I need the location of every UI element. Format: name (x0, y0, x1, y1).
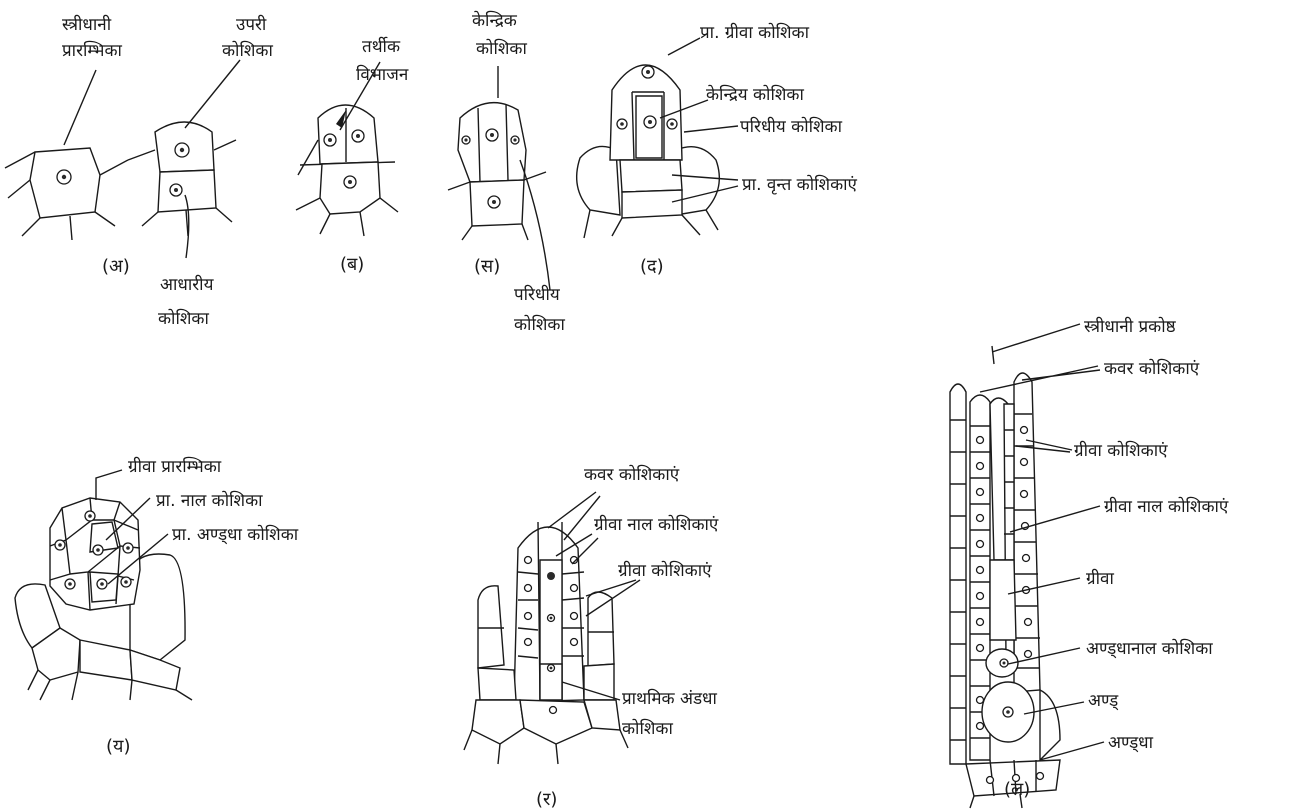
label-neck-cells-f: ग्रीवा कोशिकाएं (618, 560, 712, 581)
label-basal-cell-1: आधारीय (160, 274, 215, 295)
caption-f: (र) (536, 789, 557, 810)
caption-a: (अ) (102, 256, 130, 277)
caption-c: (स) (474, 256, 500, 277)
label-primary-venter-2: कोशिका (622, 718, 673, 739)
label-central-cell: केन्द्रिय कोशिका (706, 84, 804, 105)
figure-g (950, 324, 1104, 808)
label-central-cell-2: कोशिका (476, 38, 527, 59)
label-cover-cells-g: कवर कोशिकाएं (1104, 358, 1200, 379)
label-upper-cell-2: कोशिका (222, 40, 273, 61)
label-primary-canal-cell: प्रा. नाल कोशिका (156, 490, 263, 511)
caption-b: (ब) (340, 254, 364, 275)
label-egg: अण्ड् (1088, 691, 1119, 711)
label-peripheral-cell: परिधीय कोशिका (740, 116, 843, 137)
label-central-cell-1: केन्द्रिक (472, 10, 518, 31)
label-neck-canal-cells-g: ग्रीवा नाल कोशिकाएं (1104, 496, 1229, 517)
figure-g-labels: स्त्रीधानी प्रकोष्ठ कवर कोशिकाएं ग्रीवा … (1004, 316, 1229, 800)
label-peripheral-cell-2: कोशिका (514, 314, 565, 335)
label-transverse-division-1: तर्थीक (362, 36, 401, 57)
figure-d (577, 38, 738, 238)
label-primary-venter-cell: प्रा. अण्ड्धा कोशिका (172, 524, 299, 545)
label-primary-neck-cell: प्रा. ग्रीवा कोशिका (700, 22, 810, 43)
label-neck-canal-cells-f: ग्रीवा नाल कोशिकाएं (594, 514, 719, 535)
label-cover-cells-f: कवर कोशिकाएं (584, 464, 680, 485)
label-neck-initial: ग्रीवा प्रारम्भिका (128, 456, 222, 477)
figure-a (5, 60, 240, 258)
label-peripheral-cell-1: परिधीय (514, 284, 561, 305)
label-neck-g: ग्रीवा (1086, 568, 1114, 589)
caption-g: (ल) (1004, 779, 1030, 800)
label-ventral-canal-cell: अण्ड्धानाल कोशिका (1086, 638, 1213, 659)
figure-b (296, 62, 398, 236)
label-archegonial-initial-1: स्त्रीधानी (62, 14, 112, 35)
label-primary-stalk-cells: प्रा. वृन्त कोशिकाएं (742, 174, 858, 195)
label-transverse-division-2: विभाजन (356, 64, 409, 85)
caption-d: (द) (640, 256, 664, 277)
label-basal-cell-2: कोशिका (158, 308, 209, 329)
label-neck-cells-g: ग्रीवा कोशिकाएं (1074, 440, 1168, 461)
label-venter: अण्ड्धा (1108, 733, 1154, 753)
label-primary-venter-1: प्राथमिक अंडधा (622, 688, 718, 709)
label-archegonial-chamber: स्त्रीधानी प्रकोष्ठ (1084, 316, 1177, 337)
label-upper-cell-1: उपरी (236, 14, 267, 35)
caption-e: (य) (106, 736, 131, 757)
label-archegonial-initial-2: प्रारम्भिका (62, 40, 123, 61)
